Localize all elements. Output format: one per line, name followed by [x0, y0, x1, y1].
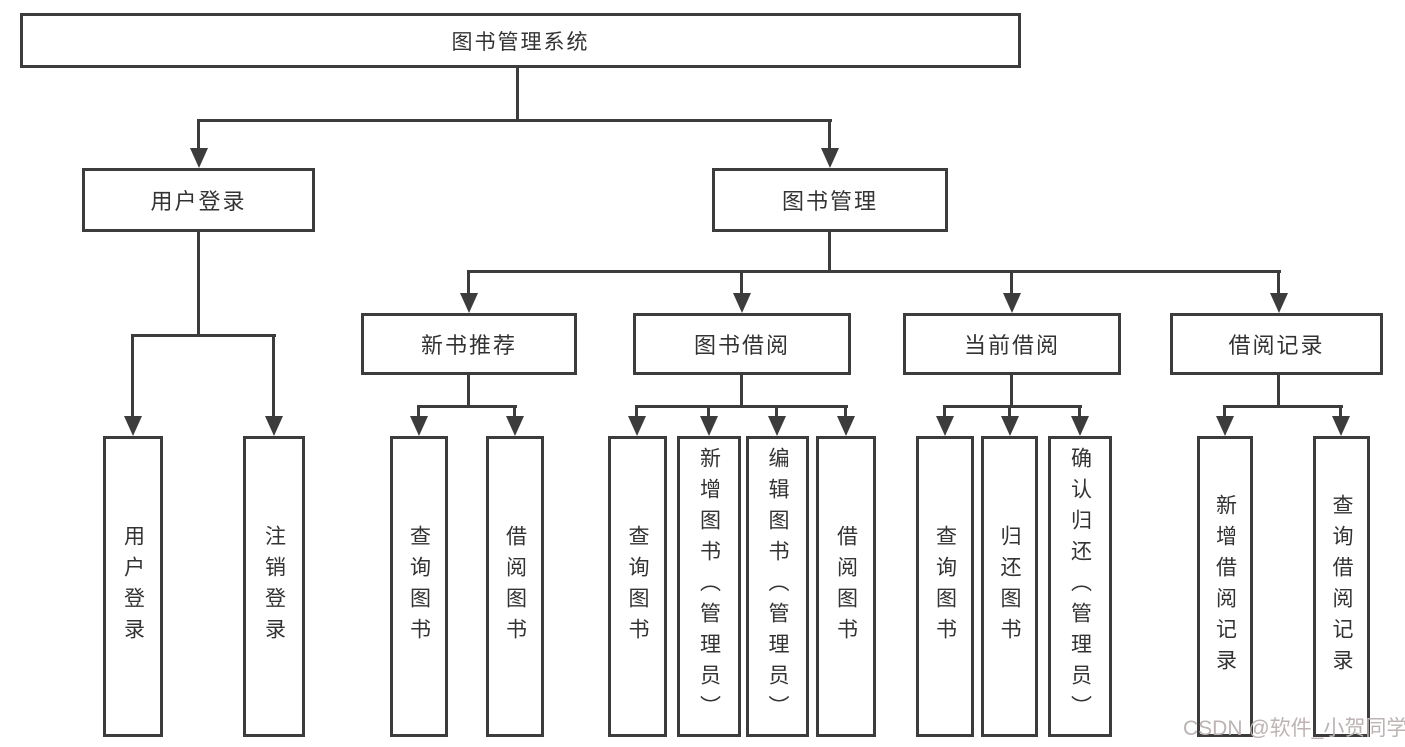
node-label: 借阅记录 — [1228, 333, 1325, 358]
arrow-down-icon — [410, 416, 428, 436]
arrow-down-icon — [821, 148, 839, 168]
connector-line — [513, 405, 516, 418]
connector-line — [635, 405, 638, 418]
leaf-query-books: 查询图书 — [390, 436, 448, 737]
connector-line — [131, 334, 276, 337]
leaf-borrow-books: 借阅图书 — [486, 436, 544, 737]
arrow-down-icon — [628, 416, 646, 436]
leaf-return-books: 归还图书 — [981, 436, 1038, 737]
node-label: 当前借阅 — [963, 333, 1060, 358]
leaf-add-borrow-record: 新增借阅记录 — [1197, 436, 1253, 737]
arrow-down-icon — [768, 416, 786, 436]
connector-line — [1339, 405, 1342, 418]
arrow-down-icon — [1216, 416, 1234, 436]
node-label: 注销登录 — [262, 524, 286, 649]
connector-line — [1223, 405, 1226, 418]
connector-line — [740, 270, 743, 295]
arrow-down-icon — [837, 416, 855, 436]
arrow-down-icon — [733, 293, 751, 313]
node-label: 查询图书 — [407, 524, 431, 649]
node-label: 查询图书 — [933, 524, 957, 649]
node-label: 图书借阅 — [693, 333, 790, 358]
leaf-borrow-books: 借阅图书 — [816, 436, 876, 737]
arrow-down-icon — [1270, 293, 1288, 313]
node-book-borrowing: 图书借阅 — [633, 313, 851, 375]
node-label: 新书推荐 — [420, 333, 517, 358]
arrow-down-icon — [1071, 416, 1089, 436]
connector-line — [1010, 375, 1013, 408]
arrow-down-icon — [265, 416, 283, 436]
node-label: 新增图书（管理员） — [697, 447, 721, 726]
connector-line — [1008, 405, 1011, 418]
connector-line — [467, 375, 470, 408]
connector-line — [516, 68, 519, 122]
node-label: 图书管理系统 — [451, 30, 590, 54]
arrow-down-icon — [1001, 416, 1019, 436]
connector-line — [943, 405, 946, 418]
leaf-user-login: 用户登录 — [103, 436, 163, 737]
connector-line — [707, 405, 710, 418]
connector-line — [197, 119, 200, 152]
connector-line — [131, 334, 134, 420]
node-label: 用户登录 — [150, 189, 247, 214]
connector-line — [1010, 270, 1013, 295]
node-label: 查询借阅记录 — [1330, 493, 1353, 680]
arrow-down-icon — [1332, 416, 1350, 436]
leaf-query-borrow-record: 查询借阅记录 — [1313, 436, 1370, 737]
connector-line — [272, 334, 275, 420]
leaf-query-books: 查询图书 — [916, 436, 974, 737]
node-label: 图书管理 — [781, 189, 878, 214]
arrow-down-icon — [190, 148, 208, 168]
node-library-management-system: 图书管理系统 — [20, 13, 1021, 68]
node-label: 借阅图书 — [834, 524, 858, 649]
node-label: 归还图书 — [998, 524, 1021, 649]
connector-line — [943, 405, 1082, 408]
connector-line — [635, 405, 848, 408]
arrow-down-icon — [1003, 293, 1021, 313]
leaf-confirm-return-admin: 确认归还（管理员） — [1048, 436, 1112, 737]
watermark: CSDN @软件_小贺同学 — [1183, 717, 1405, 740]
node-label: 借阅图书 — [503, 524, 527, 649]
connector-line — [1078, 405, 1081, 418]
node-label: 查询图书 — [626, 524, 649, 649]
leaf-add-books-admin: 新增图书（管理员） — [677, 436, 741, 737]
node-label: 新增借阅记录 — [1213, 493, 1237, 680]
connector-line — [1277, 375, 1280, 408]
node-label: 用户登录 — [121, 524, 145, 649]
arrow-down-icon — [124, 416, 142, 436]
node-book-management: 图书管理 — [712, 168, 948, 232]
leaf-edit-books-admin: 编辑图书（管理员） — [746, 436, 809, 737]
connector-line — [197, 119, 832, 122]
arrow-down-icon — [460, 293, 478, 313]
node-user-login: 用户登录 — [82, 168, 315, 232]
node-label: 编辑图书（管理员） — [766, 447, 789, 726]
connector-line — [740, 375, 743, 408]
connector-line — [844, 405, 847, 418]
node-new-book-recommendation: 新书推荐 — [361, 313, 577, 375]
connector-line — [775, 405, 778, 418]
node-label: 确认归还（管理员） — [1068, 447, 1092, 726]
connector-line — [828, 232, 831, 273]
node-borrowing-records: 借阅记录 — [1170, 313, 1383, 375]
connector-line — [1223, 405, 1343, 408]
connector-line — [828, 119, 831, 152]
connector-line — [417, 405, 420, 418]
arrow-down-icon — [700, 416, 718, 436]
leaf-query-books: 查询图书 — [608, 436, 667, 737]
connector-line — [197, 232, 200, 337]
leaf-logout: 注销登录 — [243, 436, 305, 737]
connector-line — [467, 270, 470, 295]
node-current-borrowing: 当前借阅 — [903, 313, 1121, 375]
arrow-down-icon — [506, 416, 524, 436]
arrow-down-icon — [936, 416, 954, 436]
connector-line — [417, 405, 517, 408]
connector-line — [467, 270, 1281, 273]
connector-line — [1277, 270, 1280, 295]
